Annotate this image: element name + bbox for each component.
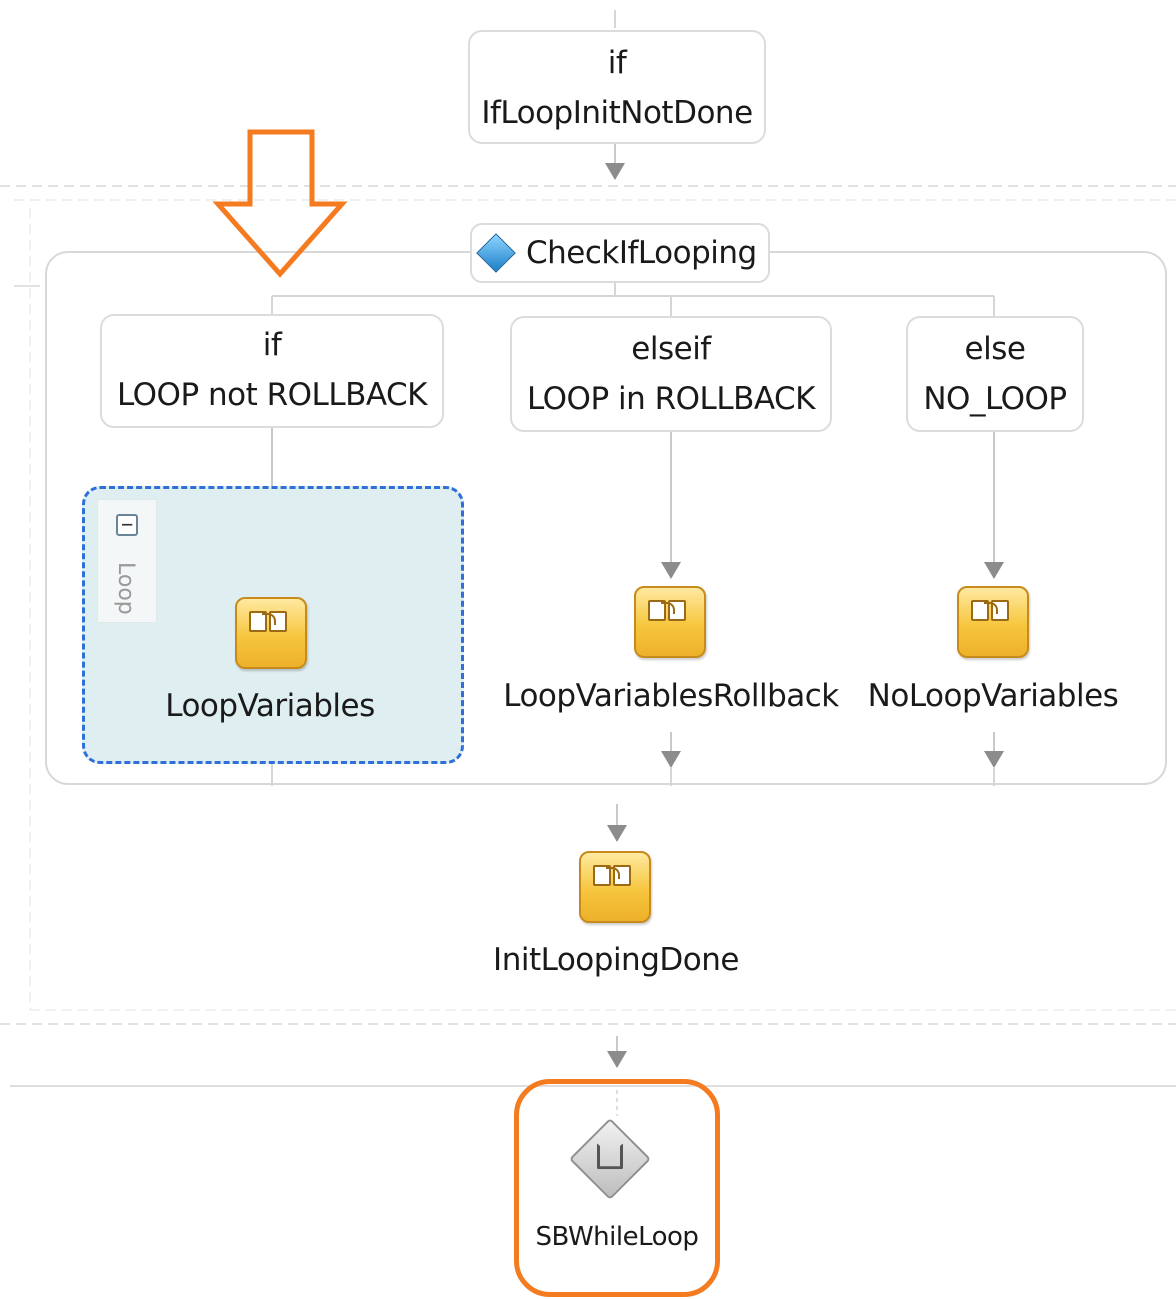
loop-scope-label: Loop (113, 562, 138, 615)
branch-elseif-box[interactable]: elseif LOOP in ROLLBACK (510, 316, 832, 432)
loop-variables-rollback-label: LoopVariablesRollback (503, 678, 839, 714)
assign-icon[interactable] (957, 586, 1029, 658)
if-condition-name: IfLoopInitNotDone (481, 95, 753, 131)
assign-icon[interactable] (579, 851, 651, 923)
init-looping-done-label: InitLoopingDone (493, 942, 739, 978)
branch-if-condition: LOOP not ROLLBACK (116, 377, 428, 413)
branch-if-box[interactable]: if LOOP not ROLLBACK (100, 314, 444, 428)
no-loop-variables-label: NoLoopVariables (867, 678, 1119, 714)
check-if-looping-switch[interactable]: CheckIfLooping (470, 223, 770, 283)
branch-if-keyword: if (262, 327, 282, 363)
collapse-icon[interactable]: − (116, 514, 138, 536)
branch-elseif-condition: LOOP in ROLLBACK (526, 381, 816, 417)
loop-scope-tab[interactable]: − Loop (97, 499, 157, 623)
branch-else-keyword: else (964, 331, 1026, 367)
switch-diamond-icon (476, 233, 516, 273)
while-loop-highlight[interactable]: SBWhileLoop (514, 1079, 720, 1297)
assign-icon[interactable] (235, 597, 307, 669)
loop-variables-label: LoopVariables (165, 688, 375, 724)
switch-title: CheckIfLooping (526, 235, 757, 271)
branch-else-box[interactable]: else NO_LOOP (906, 316, 1084, 432)
branch-else-condition: NO_LOOP (923, 381, 1067, 417)
while-loop-icon (568, 1117, 652, 1201)
if-loop-init-not-done-box[interactable]: if IfLoopInitNotDone (468, 30, 766, 144)
if-keyword: if (607, 45, 627, 81)
while-loop-label: SBWhileLoop (535, 1222, 699, 1252)
branch-elseif-keyword: elseif (631, 331, 711, 367)
assign-icon[interactable] (634, 586, 706, 658)
